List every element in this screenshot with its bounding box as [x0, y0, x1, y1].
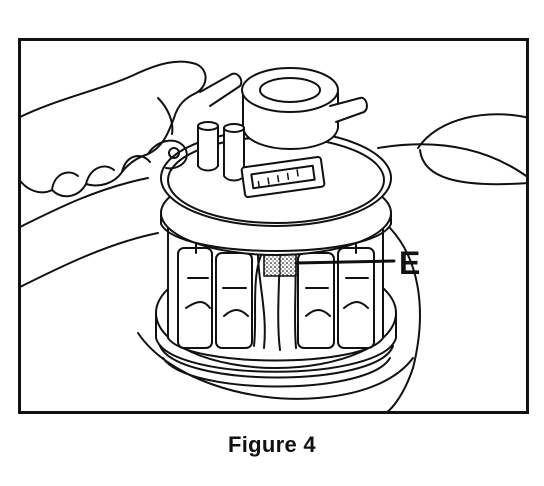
tank-surface-line: [382, 227, 421, 414]
tank-surface-line: [18, 232, 159, 289]
regulator-dome-top: [241, 67, 339, 113]
outlet-pipe: [197, 125, 219, 172]
lock-ring-band: [159, 345, 394, 379]
flange-hole: [168, 147, 180, 159]
tank-bulge: [419, 149, 529, 186]
hand-finger: [121, 155, 151, 173]
tank-bulge: [417, 113, 529, 149]
hand-finger: [147, 139, 188, 170]
pump-internal: [177, 247, 213, 349]
callout-leader: [294, 259, 396, 265]
tank-opening-rim: [137, 332, 414, 400]
callout-label-e: E: [399, 245, 420, 281]
figure-frame: E: [18, 38, 529, 414]
fitting-tube: [199, 72, 243, 107]
pump-internal: [185, 301, 369, 317]
figure-border: [18, 38, 529, 414]
pump-internal: [187, 277, 369, 289]
tank-surface-line: [377, 143, 529, 179]
hand-finger: [51, 171, 79, 191]
figure-illustration: E: [18, 38, 529, 414]
lock-ring-band: [162, 357, 391, 388]
pump-internal: [215, 252, 253, 349]
pump-flange-side: [160, 212, 392, 252]
hand-finger: [85, 165, 115, 185]
figure-caption: Figure 4: [228, 432, 316, 457]
lock-ring-band: [155, 312, 397, 373]
pump-internal: [297, 252, 335, 349]
fitting-tube: [329, 96, 368, 123]
hand: [18, 60, 207, 198]
tank-surface-line: [18, 177, 149, 229]
hand-knuckle: [157, 97, 174, 135]
